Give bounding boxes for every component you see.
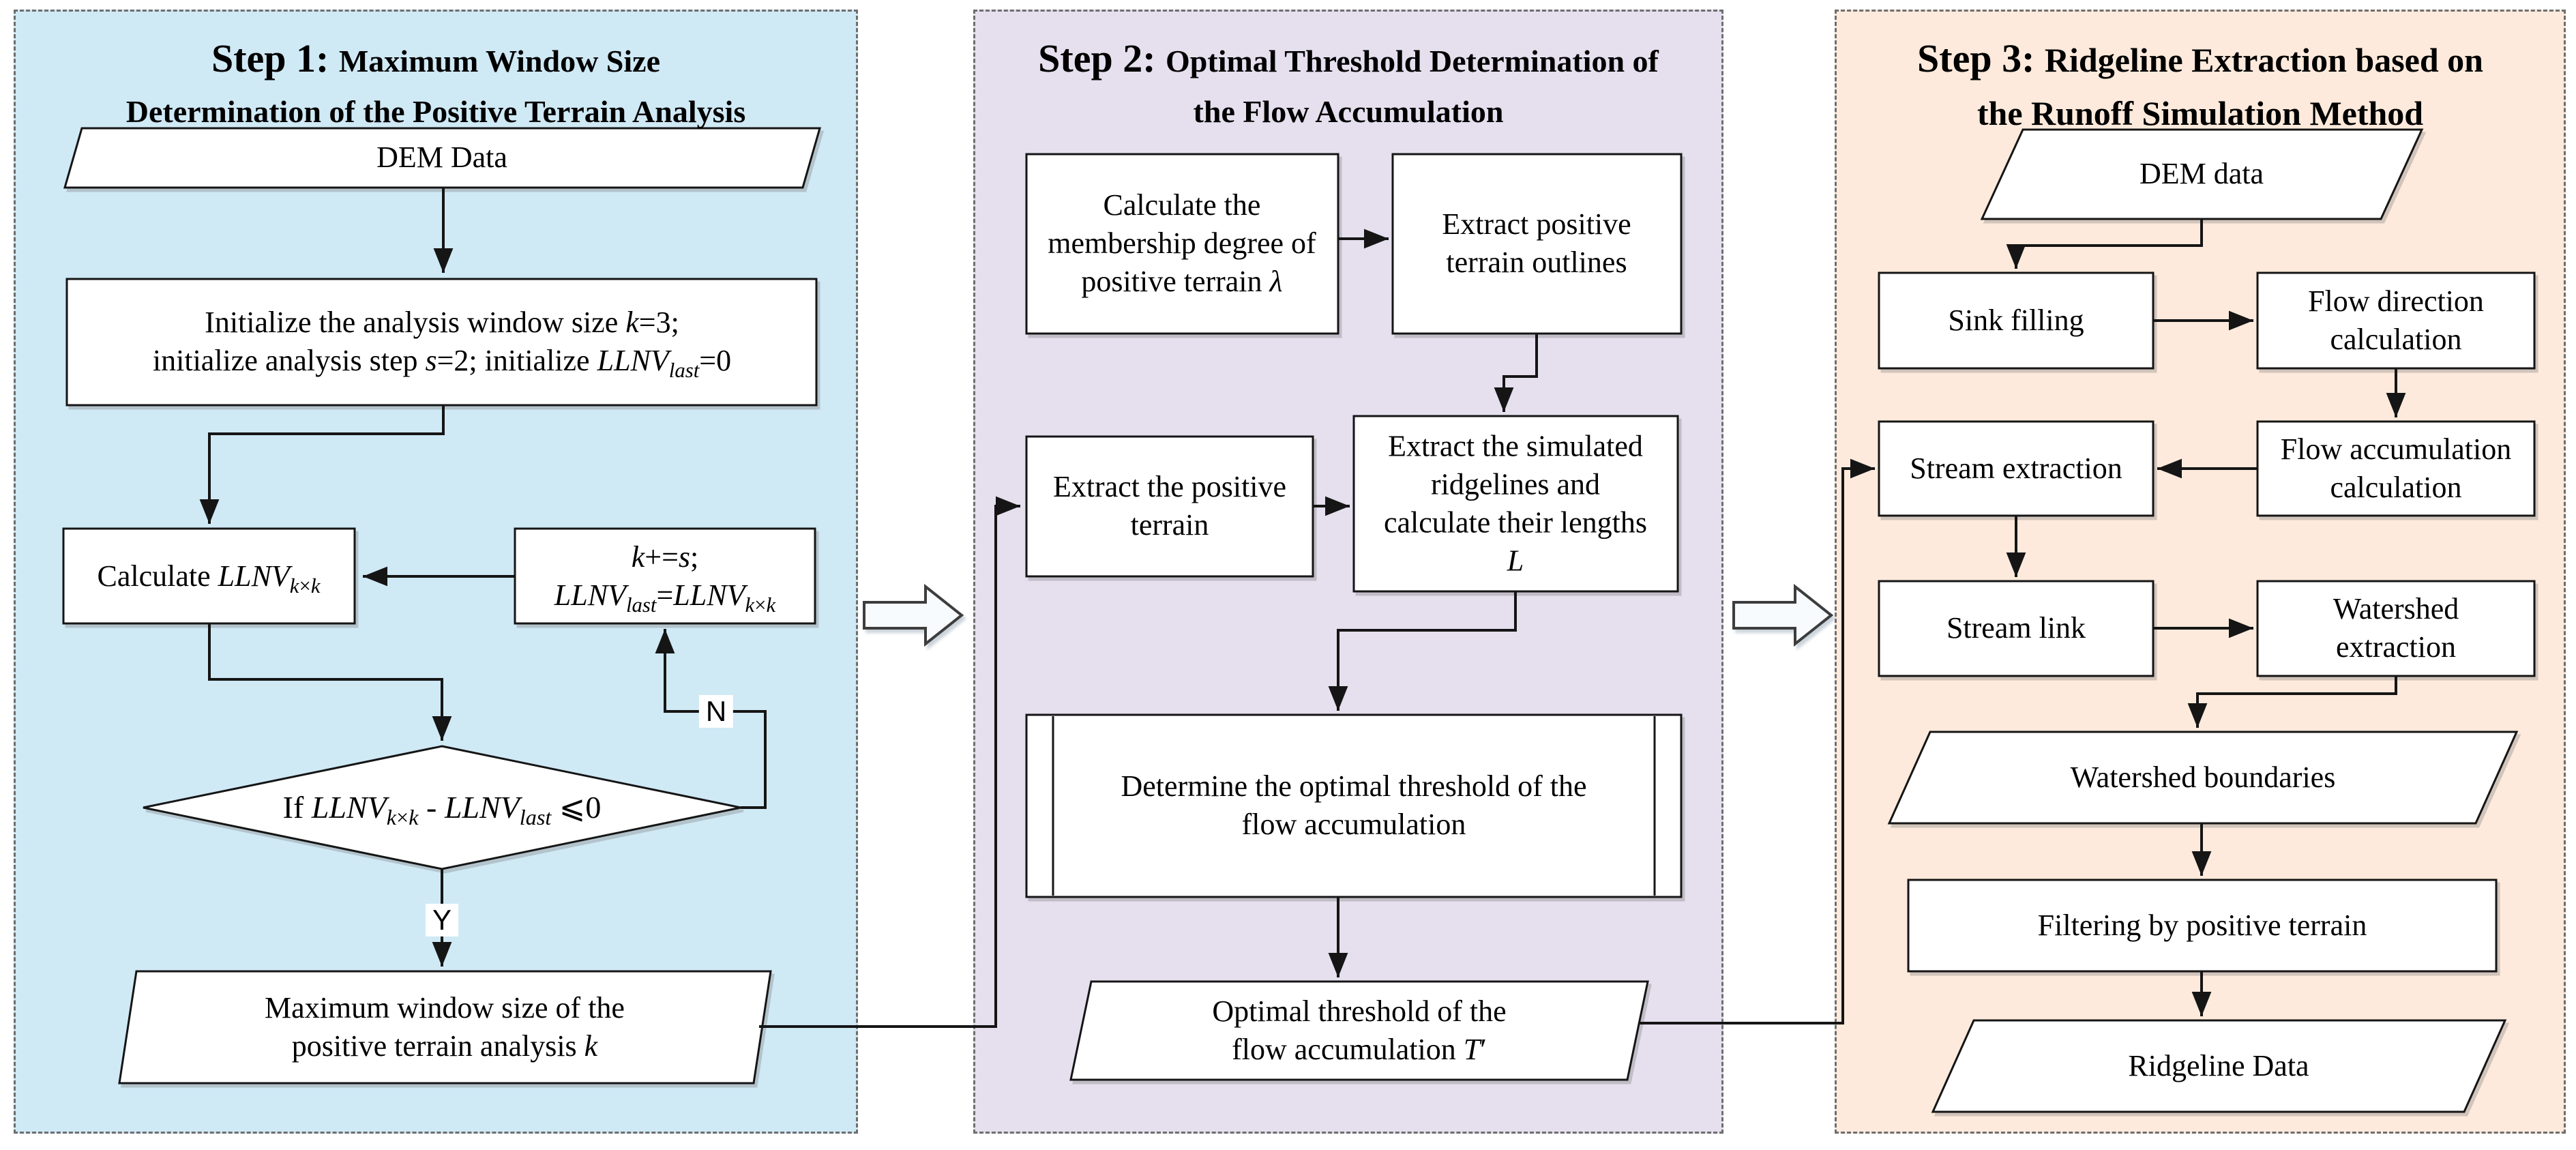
step3-ridgeline-data-parallelogram: [1931, 1019, 2507, 1113]
step1-branch-no-label: N: [698, 694, 734, 728]
step1-branch-yes-label: Y: [425, 903, 459, 937]
step3-title-line1: Ridgeline Extraction based on: [2044, 41, 2483, 79]
step3-filtering-box: [1907, 879, 2498, 973]
conn-dem3-to-sink: [2006, 219, 2203, 269]
step3-sink-filling-box: [1878, 271, 2155, 370]
step3-stream-link-label: Stream link: [1946, 611, 2086, 645]
step3-title-line2: the Runoff Simulation Method: [1977, 94, 2424, 132]
step3-watershed-boundaries-parallelogram: [1887, 731, 2519, 825]
step1-calculate-label: Calculate LLNVk×k: [97, 559, 321, 598]
step2-title-line2: the Flow Accumulation: [1193, 94, 1504, 129]
conn-decision-no-to-increment: [655, 629, 767, 809]
conn-step1-output-to-step2: [759, 496, 1020, 1028]
step3-title-prefix: Step 3:: [1917, 36, 2045, 80]
step2-extract-positive-box: [1025, 435, 1314, 578]
step1-title-prefix: Step 1:: [211, 36, 339, 80]
step3-watershed-extraction-box: [2256, 580, 2536, 677]
step3-filtering-label: Filtering by positive terrain: [2037, 909, 2367, 943]
step2-outlines-box: [1391, 153, 1683, 335]
step1-initialize-box: [65, 278, 818, 407]
conn-ridgelines-to-determine: [1328, 591, 1517, 711]
step3-stream-extraction-box: [1878, 420, 2155, 517]
conn-initialize-to-calculate: [199, 405, 445, 524]
step2-ridgelines-box: [1352, 415, 1679, 593]
step1-increment-box: [514, 527, 816, 625]
step1-title: Step 1: Maximum Window Size Determinatio…: [14, 29, 858, 135]
step2-title: Step 2: Optimal Threshold Determination …: [973, 29, 1723, 135]
step1-title-line1: Maximum Window Size: [338, 44, 660, 78]
conn-watershedextract-to-boundaries: [2187, 676, 2397, 728]
step2-output-parallelogram: [1069, 980, 1649, 1081]
step1-output-parallelogram: [118, 970, 772, 1085]
step3-watershed-boundaries-label: Watershed boundaries: [2070, 761, 2336, 795]
step1-initialize-label: Initialize the analysis window size k=3;…: [152, 306, 732, 382]
step3-flow-accumulation-box: [2256, 420, 2536, 517]
step3-sink-filling-label: Sink filling: [1948, 304, 2084, 338]
step2-membership-box: [1025, 153, 1339, 335]
step1-title-line2: Determination of the Positive Terrain An…: [125, 94, 746, 129]
step2-title-prefix: Step 2:: [1038, 36, 1166, 80]
step1-decision-label: If LLNVk×k - LLNVlast ⩽0: [282, 789, 602, 829]
step3-stream-link-box: [1878, 580, 2155, 677]
step3-ridgeline-data-label: Ridgeline Data: [2128, 1049, 2309, 1083]
conn-outlines-to-ridgelines: [1494, 334, 1538, 412]
step3-dem-data-parallelogram: [1980, 128, 2424, 220]
step3-stream-extraction-label: Stream extraction: [1910, 452, 2122, 486]
step3-title: Step 3: Ridgeline Extraction based on th…: [1835, 29, 2566, 139]
conn-step2-output-to-step3: [1638, 458, 1875, 1024]
step1-calculate-box: [62, 527, 356, 625]
conn-calculate-to-decision: [208, 623, 452, 741]
step1-dem-data-parallelogram: [63, 127, 821, 189]
step3-dem-data-label: DEM data: [2139, 157, 2264, 191]
step1-dem-data-label: DEM Data: [376, 141, 507, 175]
step1-increment-label: k+=s;LLNVlast=LLNVk×k: [554, 540, 776, 617]
panel-transition-arrow-2: [1732, 583, 1834, 647]
panel-transition-arrow-1: [863, 583, 964, 647]
step2-title-line1: Optimal Threshold Determination of: [1166, 44, 1659, 78]
step3-flow-direction-box: [2256, 271, 2536, 370]
step2-determine-threshold-box: [1025, 713, 1683, 898]
